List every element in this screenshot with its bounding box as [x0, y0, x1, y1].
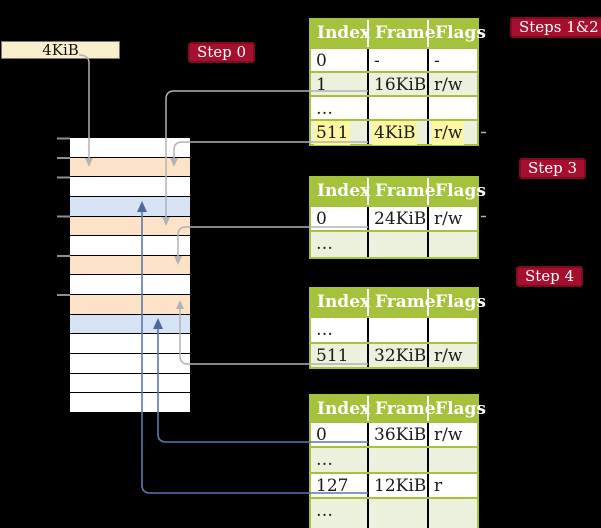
cell-flags — [427, 318, 477, 342]
page-table-base-register: 4KiB — [1, 41, 120, 59]
cell-index: 127 — [316, 476, 349, 496]
table-row-ellipsis: … — [311, 497, 477, 528]
header-flags: Flags — [427, 20, 486, 47]
header-index: Index — [317, 292, 371, 312]
cell-index: 0 — [316, 51, 327, 71]
header-index: Index — [317, 399, 371, 419]
header-flags: Flags — [427, 396, 486, 421]
table-header-row: Index Frame Flags — [311, 396, 486, 421]
cell-frame — [367, 318, 427, 342]
memory-row — [70, 138, 190, 157]
cell-index: … — [316, 501, 333, 521]
memory-row — [70, 354, 190, 373]
cell-flags: - — [427, 49, 477, 71]
cell-flags — [427, 448, 477, 472]
table-row: 511 32KiB r/w — [311, 342, 477, 367]
cell-flags: r/w — [427, 73, 477, 95]
register-label: 4KiB — [42, 41, 79, 59]
table-header-row: Index Frame Flags — [311, 289, 486, 316]
badge-step-0: Step 0 — [188, 42, 256, 63]
address-tick-marks — [57, 137, 70, 296]
cell-frame — [367, 448, 427, 472]
physical-memory-column — [70, 138, 190, 412]
memory-row — [70, 255, 190, 275]
cell-flags: r — [427, 474, 477, 497]
table-header-row: Index Frame Flags — [311, 20, 486, 47]
highlight: 4KiB — [374, 123, 416, 143]
memory-row — [70, 236, 190, 255]
memory-row — [70, 177, 190, 196]
table-header-row: Index Frame Flags — [311, 178, 486, 205]
cell-index: … — [316, 99, 333, 119]
cell-frame: - — [367, 49, 427, 71]
cell-frame: 32KiB — [367, 344, 427, 367]
table-row-ellipsis: … — [311, 316, 477, 342]
header-frame: Frame — [367, 20, 436, 47]
table-row: 0 36KiB r/w — [311, 421, 477, 446]
table-row-ellipsis: … — [311, 446, 477, 472]
cell-flags: r/w — [427, 423, 477, 446]
table-row: 0 24KiB r/w — [311, 205, 477, 230]
table-row-ellipsis: … — [311, 95, 477, 119]
cell-index: 0 — [316, 209, 327, 229]
page-table-16kib: Index Frame Flags 0 24KiB r/w … — [309, 176, 486, 259]
memory-row — [70, 314, 190, 334]
memory-row — [70, 275, 190, 295]
badge-step-4: Step 4 — [516, 266, 584, 287]
header-frame: Frame — [367, 178, 436, 205]
cell-flags — [427, 97, 477, 119]
header-index: Index — [317, 181, 371, 201]
cell-index: … — [316, 234, 333, 254]
header-frame: Frame — [367, 289, 436, 316]
cell-frame: 12KiB — [367, 474, 427, 497]
cell-frame — [367, 499, 427, 528]
page-table-32kib: Index Frame Flags 0 36KiB r/w … 127 12Ki… — [309, 394, 486, 528]
table-row: 127 12KiB r — [311, 472, 477, 497]
badge-step-3: Step 3 — [519, 158, 587, 179]
cell-frame: 24KiB — [367, 207, 427, 230]
memory-row — [70, 216, 190, 236]
cell-flags: r/w — [427, 207, 477, 230]
cell-index: … — [316, 450, 333, 470]
cell-frame: 16KiB — [367, 73, 427, 95]
header-flags: Flags — [427, 178, 486, 205]
header-frame: Frame — [367, 396, 436, 421]
cell-flags: r/w — [427, 344, 477, 367]
table-row: 0 - - — [311, 47, 477, 71]
memory-row — [70, 295, 190, 314]
header-flags: Flags — [427, 289, 486, 316]
cell-flags — [427, 499, 477, 528]
cell-index: 511 — [316, 346, 349, 366]
page-table-24kib: Index Frame Flags … 511 32KiB r/w — [309, 287, 486, 369]
cell-frame: 36KiB — [367, 423, 427, 446]
cell-index: 0 — [316, 425, 327, 445]
table-row: 1 16KiB r/w — [311, 71, 477, 95]
highlight: 511 — [316, 123, 349, 143]
memory-row — [70, 196, 190, 216]
memory-row — [70, 393, 190, 412]
memory-row — [70, 334, 190, 354]
cell-flags: r/w — [427, 121, 477, 144]
cell-frame — [367, 97, 427, 119]
cell-index: 511 — [311, 121, 367, 144]
cell-index: 1 — [316, 75, 327, 95]
cell-flags — [427, 232, 477, 257]
cell-index: … — [316, 320, 333, 340]
cell-frame — [367, 232, 427, 257]
table-row-ellipsis: … — [311, 230, 477, 257]
page-table-level-top: Index Frame Flags 0 - - 1 16KiB r/w … 51… — [309, 18, 486, 146]
memory-row — [70, 373, 190, 393]
cell-frame: 4KiB — [367, 121, 427, 144]
header-index: Index — [317, 23, 371, 43]
table-row-highlighted: 511 4KiB r/w — [311, 119, 477, 144]
memory-row — [70, 157, 190, 177]
badge-steps-1-2: Steps 1&2 — [510, 17, 601, 38]
highlight: r/w — [434, 123, 463, 143]
